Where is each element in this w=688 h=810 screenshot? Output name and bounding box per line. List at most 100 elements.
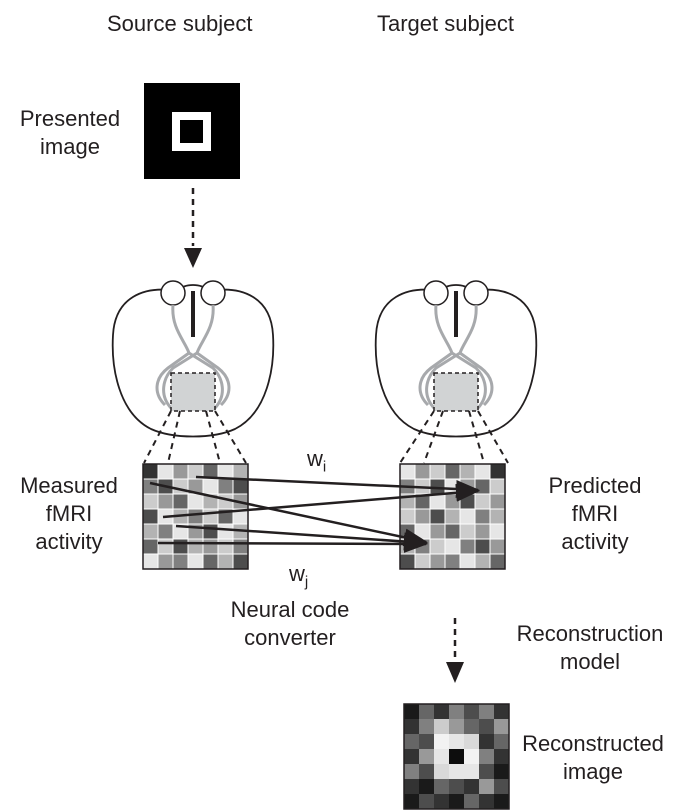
recon-pixel-2-6 <box>494 734 509 749</box>
predicted-label-line3: activity <box>561 529 629 554</box>
converter-line2: converter <box>244 625 336 650</box>
recon-pixel-1-0 <box>404 719 419 734</box>
recon-pixel-5-6 <box>494 779 509 794</box>
recon-pixel-2-1 <box>419 734 434 749</box>
recon-pixel-4-6 <box>494 764 509 779</box>
source-voxel-4-0 <box>142 523 159 540</box>
presented-image-label: Presented image <box>5 105 135 161</box>
target-voxel-0-5 <box>474 463 491 480</box>
recon-pixel-6-1 <box>419 794 434 809</box>
source-voxel-3-0 <box>142 508 159 525</box>
recon-pixel-4-4 <box>464 764 479 779</box>
recon-pixel-2-3 <box>449 734 464 749</box>
converter-arrows <box>149 475 480 553</box>
recon-model-line2: model <box>560 649 620 674</box>
source-voxel-5-0 <box>142 538 159 555</box>
presented-label-line2: image <box>40 134 100 159</box>
source-voxel-6-4 <box>202 553 219 570</box>
target-voxel-6-5 <box>474 553 491 570</box>
weight-i-base: w <box>307 446 323 471</box>
recon-pixel-1-4 <box>464 719 479 734</box>
recon-pixel-6-6 <box>494 794 509 809</box>
recon-pixel-0-1 <box>419 704 434 719</box>
weight-i-subscript: i <box>322 458 327 476</box>
recon-model-line1: Reconstruction <box>516 621 664 646</box>
target-voxel-4-2 <box>429 523 446 540</box>
recon-image-line1: Reconstructed <box>522 731 664 756</box>
source-voxel-6-6 <box>232 553 249 570</box>
target-voxel-0-1 <box>414 463 431 480</box>
source-voxel-1-5 <box>217 478 234 495</box>
presented-image <box>144 83 240 179</box>
recon-pixel-1-2 <box>434 719 449 734</box>
source-voxel-2-0 <box>142 493 159 510</box>
weight-j-base: w <box>289 561 305 586</box>
recon-pixel-1-6 <box>494 719 509 734</box>
target-brain <box>374 280 538 438</box>
target-voxel-3-4 <box>459 508 476 525</box>
recon-pixel-0-3 <box>449 704 464 719</box>
measured-label-line2: fMRI <box>45 501 93 526</box>
target-voxel-2-2 <box>429 493 446 510</box>
recon-pixel-6-5 <box>479 794 494 809</box>
recon-pixel-3-5 <box>479 749 494 764</box>
target-voxel-4-4 <box>459 523 476 540</box>
recon-pixel-5-1 <box>419 779 434 794</box>
target-voxel-5-2 <box>429 538 446 555</box>
source-voxel-1-6 <box>232 478 249 495</box>
recon-pixel-0-4 <box>464 704 479 719</box>
source-voxel-0-0 <box>142 463 159 480</box>
recon-pixel-4-3 <box>449 764 464 779</box>
target-voxel-3-6 <box>489 508 506 525</box>
source-voxel-6-1 <box>157 553 174 570</box>
recon-pixel-5-5 <box>479 779 494 794</box>
target-voxel-5-4 <box>459 538 476 555</box>
source-voxel-5-2 <box>172 538 189 555</box>
source-voxel-6-3 <box>187 553 204 570</box>
source-voxel-6-5 <box>217 553 234 570</box>
source-voxel-4-4 <box>202 523 219 540</box>
source-voxel-5-5 <box>217 538 234 555</box>
converter-arrow-5 <box>157 534 428 553</box>
target-voxel-grid <box>399 463 506 570</box>
target-voxel-0-6 <box>489 463 506 480</box>
target-voxel-5-5 <box>474 538 491 555</box>
recon-image-line2: image <box>563 759 623 784</box>
source-voxel-5-3 <box>187 538 204 555</box>
source-voxel-2-2 <box>172 493 189 510</box>
recon-pixel-1-5 <box>479 719 494 734</box>
target-voxel-0-0 <box>399 463 416 480</box>
target-voxel-0-4 <box>459 463 476 480</box>
source-voxel-6-0 <box>142 553 159 570</box>
source-voxel-6-2 <box>172 553 189 570</box>
reconstructed-image <box>403 703 510 810</box>
source-subject-title: Source subject <box>107 11 253 36</box>
target-voxel-3-1 <box>414 508 431 525</box>
target-voxel-6-4 <box>459 553 476 570</box>
recon-pixel-2-2 <box>434 734 449 749</box>
source-voxel-3-4 <box>202 508 219 525</box>
dashed-arrow-to-brain <box>184 188 202 268</box>
target-voxel-4-1 <box>414 523 431 540</box>
predicted-label-line2: fMRI <box>571 501 619 526</box>
weight-j-label: wj <box>289 560 308 596</box>
source-voxel-3-3 <box>187 508 204 525</box>
target-voxel-5-6 <box>489 538 506 555</box>
weight-i-label: wi <box>307 445 326 481</box>
recon-pixel-2-5 <box>479 734 494 749</box>
converter-arrow-4 <box>175 524 428 551</box>
measured-label-line3: activity <box>35 529 103 554</box>
source-voxel-2-1 <box>157 493 174 510</box>
target-voxel-6-6 <box>489 553 506 570</box>
target-voxel-2-5 <box>474 493 491 510</box>
recon-pixel-6-3 <box>449 794 464 809</box>
source-brain <box>111 280 275 438</box>
measured-label-line1: Measured <box>20 473 118 498</box>
recon-pixel-4-2 <box>434 764 449 779</box>
converter-arrow-3 <box>162 483 480 519</box>
source-voxel-0-5 <box>217 463 234 480</box>
source-voxel-1-0 <box>142 478 159 495</box>
recon-pixel-1-3 <box>449 719 464 734</box>
converter-arrow-1 <box>195 475 480 498</box>
